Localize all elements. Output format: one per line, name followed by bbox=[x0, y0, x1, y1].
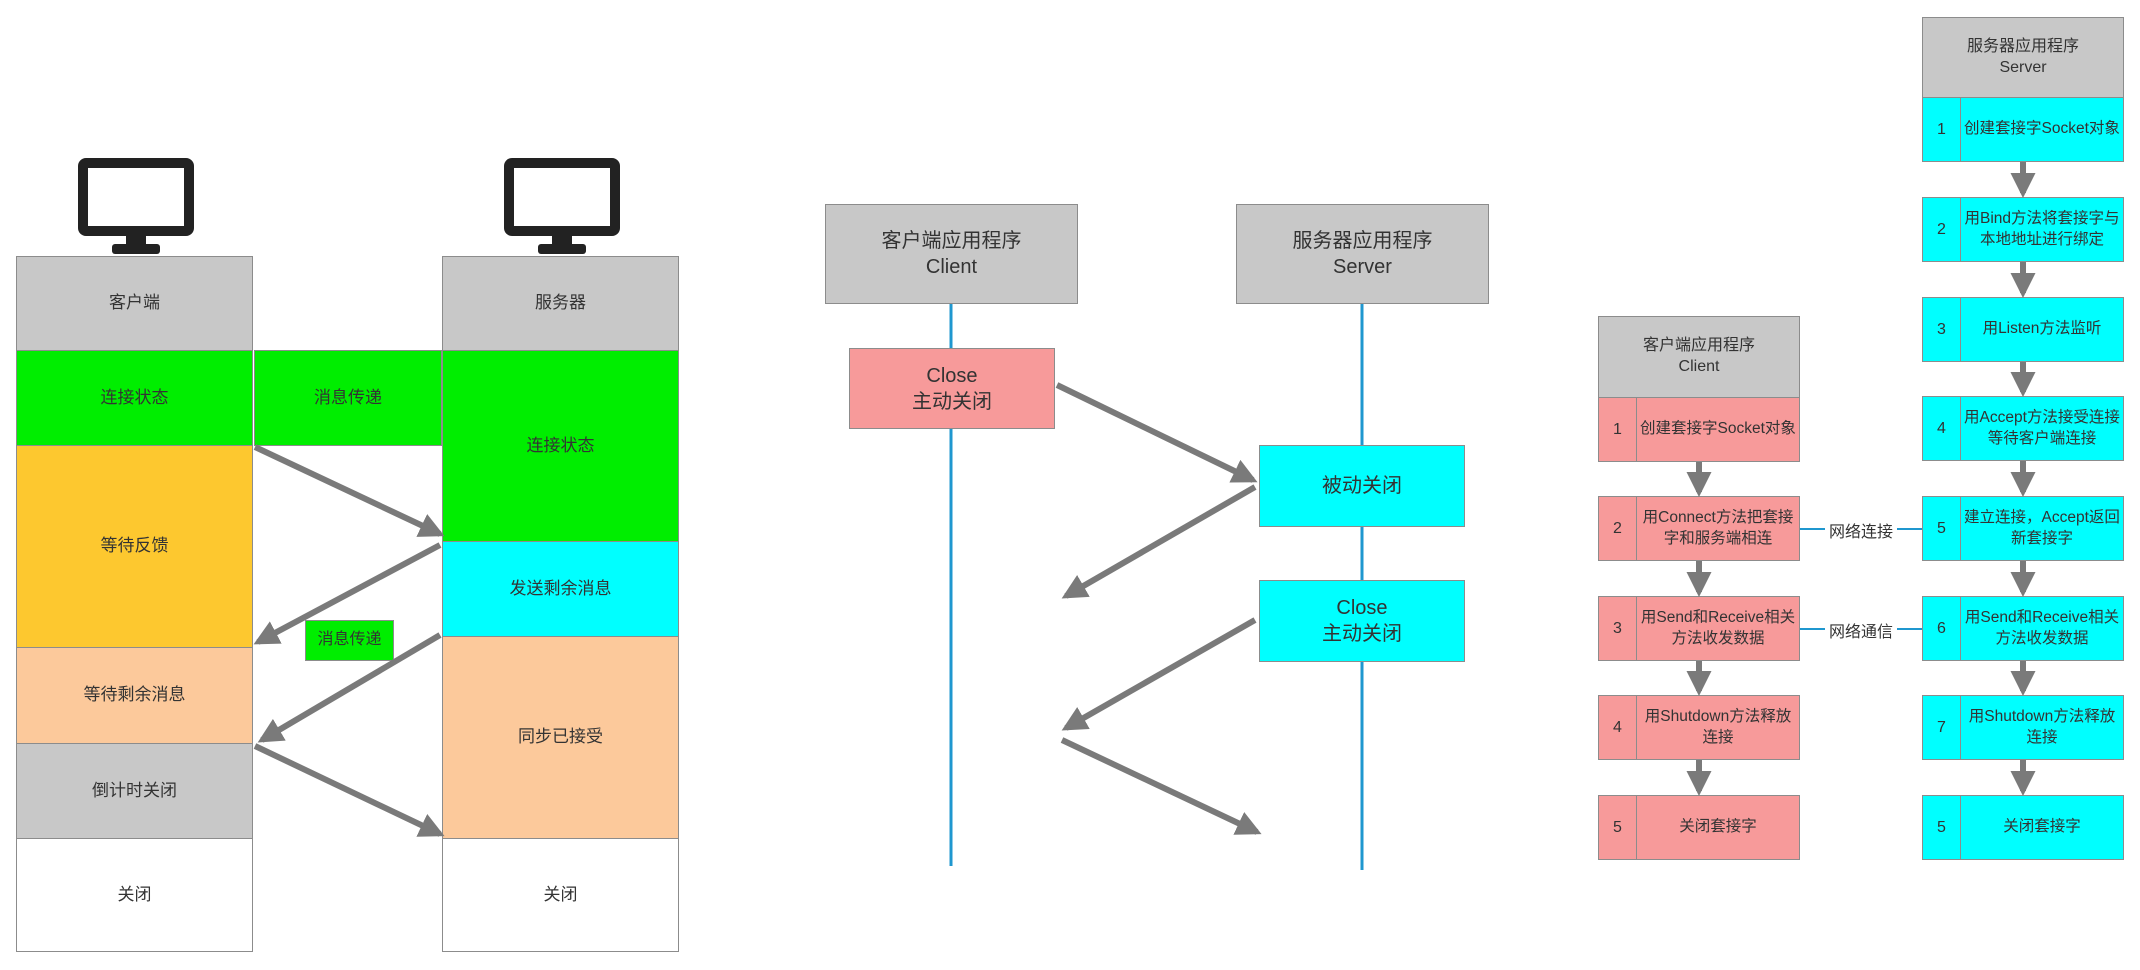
p3-server-step-text: 建立连接，Accept返回新套接字 bbox=[1961, 497, 2123, 560]
p3-client-step-text: 用Send和Receive相关方法收发数据 bbox=[1637, 597, 1799, 660]
p3-server-step-text: 用Accept方法接受连接等待客户端连接 bbox=[1961, 397, 2123, 460]
client-title: 客户端 bbox=[16, 256, 253, 351]
p3-link-label-network-connect: 网络连接 bbox=[1825, 518, 1898, 542]
p3-server-step-num: 4 bbox=[1923, 397, 1961, 460]
p1-arrow-icon bbox=[253, 444, 445, 537]
p3-client-step: 1 创建套接字Socket对象 bbox=[1598, 397, 1800, 462]
p3-server-step-num: 6 bbox=[1923, 597, 1961, 660]
p2-arrow-icon bbox=[1061, 484, 1257, 599]
p3-server-header: 服务器应用程序 Server bbox=[1922, 17, 2124, 98]
p3-server-step: 2 用Bind方法将套接字与本地地址进行绑定 bbox=[1922, 197, 2124, 262]
p2-server-header-line1: 服务器应用程序 bbox=[1292, 230, 1433, 252]
p3-server-step: 5 建立连接，Accept返回新套接字 bbox=[1922, 496, 2124, 561]
p3-server-step-text: 用Shutdown方法释放连接 bbox=[1961, 696, 2123, 759]
server-state-sending-remaining: 发送剩余消息 bbox=[442, 541, 679, 637]
p1-arrow-icon bbox=[253, 743, 445, 837]
p2-client-close-line2: 主动关闭 bbox=[912, 390, 992, 413]
p3-client-step-num: 4 bbox=[1599, 696, 1637, 759]
client-monitor-icon bbox=[78, 158, 194, 254]
p2-client-close: Close 主动关闭 bbox=[849, 348, 1055, 429]
p3-server-step: 1 创建套接字Socket对象 bbox=[1922, 97, 2124, 162]
p2-arrow-icon bbox=[1061, 617, 1257, 731]
p3-client-step-num: 5 bbox=[1599, 796, 1637, 859]
p3-server-step: 3 用Listen方法监听 bbox=[1922, 297, 2124, 362]
p2-client-header: 客户端应用程序 Client bbox=[825, 204, 1078, 304]
p3-client-step: 5 关闭套接字 bbox=[1598, 795, 1800, 860]
p3-client-step-num: 2 bbox=[1599, 497, 1637, 560]
p2-server-active-close: Close 主动关闭 bbox=[1259, 580, 1465, 662]
p3-server-step: 4 用Accept方法接受连接等待客户端连接 bbox=[1922, 396, 2124, 461]
p2-client-close-line1: Close bbox=[926, 364, 978, 387]
p3-client-step-text: 用Shutdown方法释放连接 bbox=[1637, 696, 1799, 759]
p3-client-step-text: 用Connect方法把套接字和服务端相连 bbox=[1637, 497, 1799, 560]
p3-server-step-text: 用Send和Receive相关方法收发数据 bbox=[1961, 597, 2123, 660]
p2-server-passive-close: 被动关闭 bbox=[1259, 445, 1465, 527]
p3-server-header-line1: 服务器应用程序 bbox=[1966, 37, 2079, 55]
server-title: 服务器 bbox=[442, 256, 679, 351]
server-monitor-icon bbox=[504, 158, 620, 254]
client-state-connected: 连接状态 bbox=[16, 350, 253, 446]
p2-server-header: 服务器应用程序 Server bbox=[1236, 204, 1489, 304]
p3-client-header-line1: 客户端应用程序 bbox=[1642, 337, 1755, 355]
p3-server-step-text: 创建套接字Socket对象 bbox=[1961, 98, 2123, 161]
p2-client-header-line2: Client bbox=[925, 256, 978, 278]
p3-server-step-num: 5 bbox=[1923, 796, 1961, 859]
p3-server-step-num: 7 bbox=[1923, 696, 1961, 759]
p2-arrow-icon bbox=[1060, 737, 1262, 835]
p2-arrow-icon bbox=[1055, 382, 1258, 483]
p1-arrow-icon bbox=[257, 632, 442, 743]
p3-server-step-text: 关闭套接字 bbox=[1961, 796, 2123, 859]
p2-client-header-line1: 客户端应用程序 bbox=[881, 230, 1022, 252]
client-state-waiting-remaining: 等待剩余消息 bbox=[16, 647, 253, 744]
p2-server-close-line2: 主动关闭 bbox=[1322, 623, 1402, 645]
p3-link-label-network-communicate: 网络通信 bbox=[1825, 618, 1898, 642]
client-state-closed: 关闭 bbox=[16, 838, 253, 952]
p3-server-step: 7 用Shutdown方法释放连接 bbox=[1922, 695, 2124, 760]
message-label-1: 消息传递 bbox=[254, 350, 442, 446]
client-state-waiting-feedback: 等待反馈 bbox=[16, 445, 253, 648]
server-state-sync-accepted: 同步已接受 bbox=[442, 636, 679, 839]
p3-server-step-num: 1 bbox=[1923, 98, 1961, 161]
p3-server-step: 5 关闭套接字 bbox=[1922, 795, 2124, 860]
p3-client-step-num: 1 bbox=[1599, 398, 1637, 461]
p3-server-header-line2: Server bbox=[1999, 58, 2047, 76]
p3-server-step-text: 用Bind方法将套接字与本地地址进行绑定 bbox=[1961, 198, 2123, 261]
p3-client-header-line2: Client bbox=[1678, 358, 1720, 375]
p3-server-step-num: 2 bbox=[1923, 198, 1961, 261]
p3-server-step-num: 3 bbox=[1923, 298, 1961, 361]
p2-server-close-line1: Close bbox=[1336, 597, 1388, 619]
p3-client-step-text: 创建套接字Socket对象 bbox=[1637, 398, 1799, 461]
client-state-countdown-close: 倒计时关闭 bbox=[16, 743, 253, 839]
p2-server-header-line2: Server bbox=[1333, 256, 1392, 278]
p3-client-step: 3 用Send和Receive相关方法收发数据 bbox=[1598, 596, 1800, 661]
p3-server-step-num: 5 bbox=[1923, 497, 1961, 560]
server-state-connected: 连接状态 bbox=[442, 350, 679, 542]
p3-server-step: 6 用Send和Receive相关方法收发数据 bbox=[1922, 596, 2124, 661]
p3-client-step-text: 关闭套接字 bbox=[1637, 796, 1799, 859]
p3-client-step-num: 3 bbox=[1599, 597, 1637, 660]
message-label-2: 消息传递 bbox=[305, 620, 394, 661]
server-state-closed: 关闭 bbox=[442, 838, 679, 952]
p3-client-step: 2 用Connect方法把套接字和服务端相连 bbox=[1598, 496, 1800, 561]
p1-arrow-icon bbox=[253, 542, 442, 645]
p3-server-step-text: 用Listen方法监听 bbox=[1961, 298, 2123, 361]
